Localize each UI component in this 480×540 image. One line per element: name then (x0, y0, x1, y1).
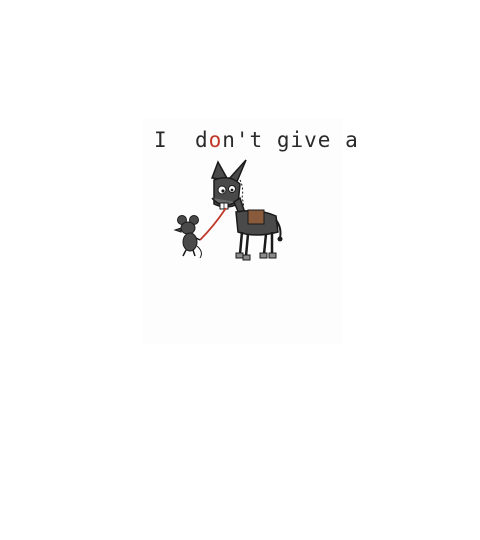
leash (199, 207, 227, 241)
caption-word-dont: don't (194, 128, 264, 152)
mouse-head (180, 221, 196, 235)
donkey-legs (238, 231, 274, 257)
donkey-figure (210, 159, 283, 261)
caption-text: I don't give a (154, 128, 359, 152)
mouse-tail (196, 245, 202, 259)
donkey-hooves (235, 252, 277, 261)
donkey-and-mouse-illustration (173, 159, 283, 261)
mouse-snout (173, 227, 182, 233)
donkey-tail (275, 219, 282, 239)
mouse-legs (182, 249, 196, 257)
caption-accent-letter: o (208, 128, 223, 152)
donkey-saddle (247, 209, 265, 225)
mouse-figure (173, 215, 202, 259)
caption-word-give: give (276, 128, 332, 152)
caption-word-i: I (154, 128, 168, 152)
caption-word-a: a (345, 128, 359, 152)
mouse-body (182, 232, 198, 252)
